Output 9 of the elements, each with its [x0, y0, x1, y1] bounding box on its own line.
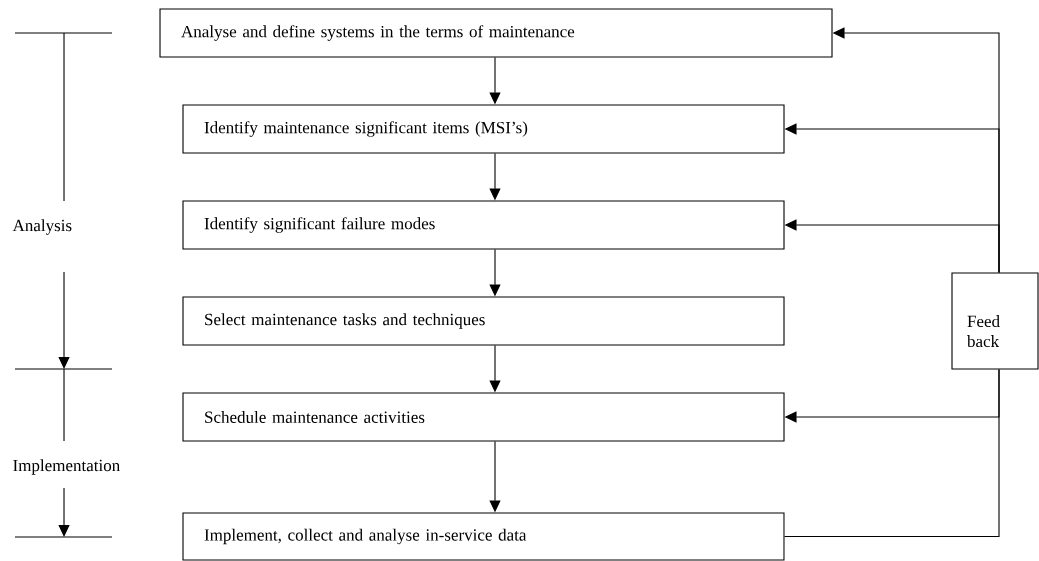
phase-label: Analysis — [12, 219, 72, 235]
process-box: Identify maintenance significant items (MSI’s) — [182, 104, 785, 154]
process-box: Schedule maintenance activities — [182, 392, 785, 442]
process-box: Implement, collect and analyse in-service data — [182, 512, 785, 561]
process-box: Select maintenance tasks and techniques — [182, 296, 785, 346]
process-box: Identify significant failure modes — [182, 200, 785, 250]
phase-label: Implementation — [13, 459, 120, 475]
feedback-box: Feed back — [951, 272, 1039, 370]
process-box: Analyse and define systems in the terms of maintenance — [159, 8, 833, 58]
